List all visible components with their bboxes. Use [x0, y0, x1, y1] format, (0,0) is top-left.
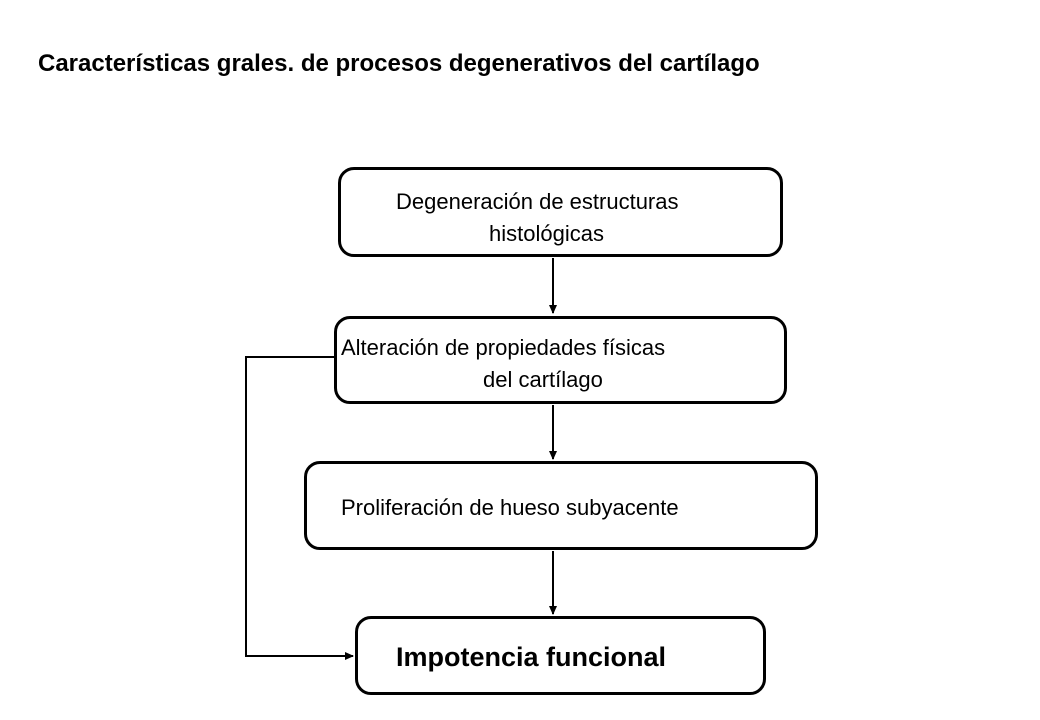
node-degeneracion-line-2: histológicas [489, 221, 604, 246]
node-alteracion: Alteración de propiedades físicas del ca… [334, 316, 787, 404]
node-alteracion-line-2: del cartílago [483, 367, 603, 392]
arrow-alteracion-to-impotencia [245, 356, 354, 660]
node-degeneracion-line-1: Degeneración de estructuras [396, 189, 679, 214]
node-proliferacion-line-1: Proliferación de hueso subyacente [341, 495, 679, 520]
diagram-title: Características grales. de procesos dege… [38, 50, 760, 77]
node-impotencia: Impotencia funcional [355, 616, 766, 695]
node-degeneracion: Degeneración de estructuras histológicas [338, 167, 783, 257]
node-alteracion-line-1: Alteración de propiedades físicas [341, 335, 666, 360]
node-proliferacion: Proliferación de hueso subyacente [304, 461, 818, 550]
node-impotencia-line-1: Impotencia funcional [396, 642, 667, 672]
